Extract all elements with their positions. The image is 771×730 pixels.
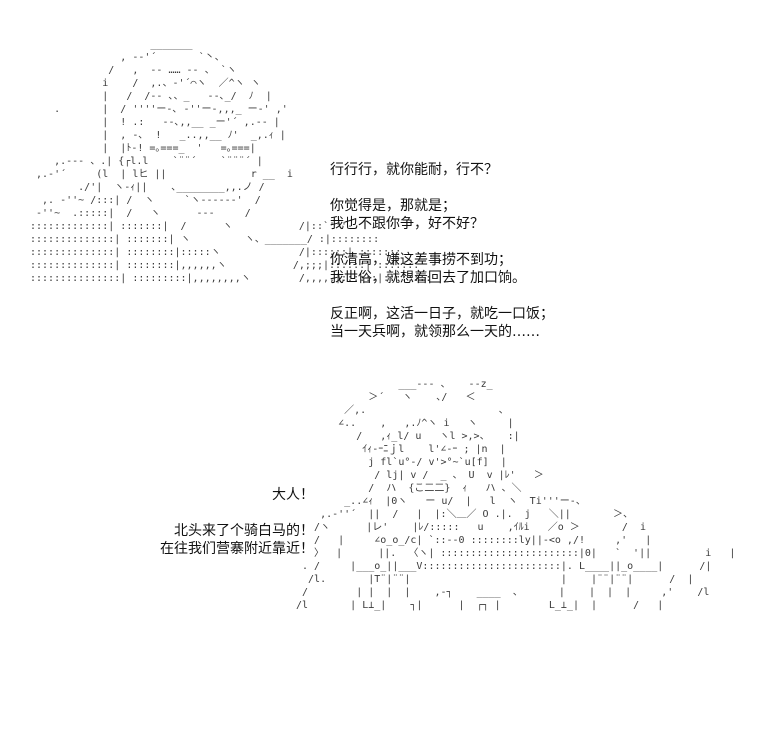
dialogue-line: 在往我们营寨附近靠近！ [160,541,314,557]
dialogue-gap [330,179,554,197]
dialogue-gap [330,233,554,251]
dialogue-bottom: 大人！ 北头来了个骑白马的！ 在往我们营寨附近靠近！ [160,486,314,558]
dialogue-line: 你清高，嫌这差事捞不到功； [330,252,512,268]
dialogue-line: 反正啊，这活一日子，就吃一口饭； [330,306,554,322]
ascii-art-soldier-portrait: _______ , -‐'´ `丶、 / , -‐ …… ‐- 、 `ヽ i /… [30,39,432,284]
dialogue-line: 行行行，就你能耐，行不？ [330,162,498,178]
dialogue-top: 行行行，就你能耐，行不？ 你觉得是，那就是； 我也不跟你争，好不好？ 你清高，嫌… [330,161,554,341]
dialogue-gap [160,504,314,522]
dialogue-line: 大人！ [272,487,314,503]
dialogue-gap [330,287,554,305]
dialogue-line: 当一天兵啊，就领那么一天的…… [330,324,540,340]
dialogue-line: 我也不跟你争，好不好？ [330,216,484,232]
dialogue-line: 我世俗，就想着回去了加口饷。 [330,270,526,286]
dialogue-line: 北头来了个骑白马的！ [174,523,314,539]
dialogue-line: 你觉得是，那就是； [330,198,456,214]
ascii-art-soldier-reporting: ___--- 、 ‐-z_ ＞´ ヽ ､/ ＜ ／,. 、 ∠.. , ,.ﾉ^… [296,379,736,611]
